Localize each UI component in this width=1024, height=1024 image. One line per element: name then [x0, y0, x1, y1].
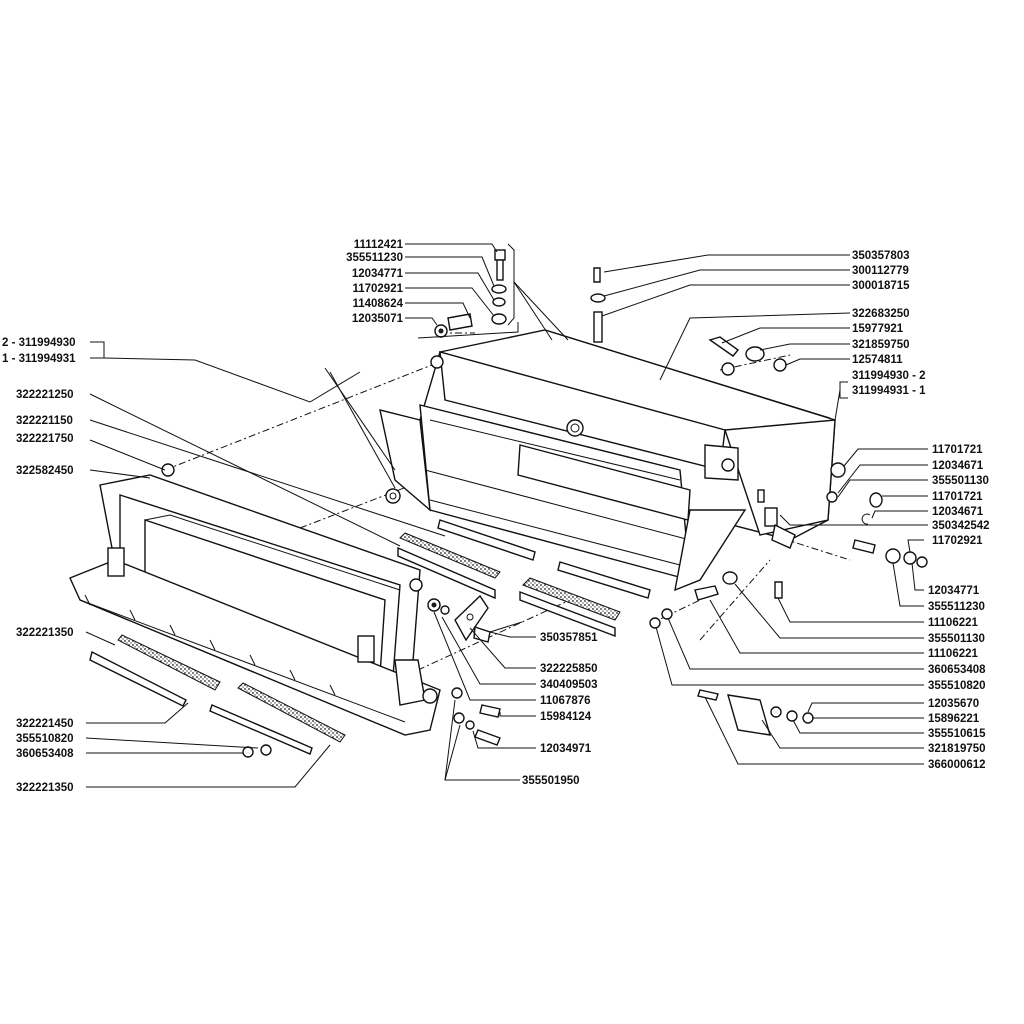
part-label: 12034771	[928, 585, 980, 597]
part-label: 11701721	[932, 444, 983, 456]
top-center-fasteners	[590, 267, 606, 343]
part-label: 350342542	[932, 520, 990, 532]
part-label: 12034671	[932, 506, 984, 518]
part-label: 11701721	[932, 491, 983, 503]
part-label: 311994930 - 2	[852, 370, 926, 382]
part-label: 322221250	[16, 389, 74, 401]
part-label: 360653408	[16, 748, 74, 760]
part-label: 2 - 311994930	[2, 337, 76, 349]
rear-housing	[379, 329, 836, 592]
part-label: 366000612	[928, 759, 986, 771]
part-label: 322221150	[16, 415, 73, 427]
part-label: 322221450	[16, 718, 74, 730]
part-label: 11408624	[352, 298, 403, 310]
part-label: 322221750	[16, 433, 74, 445]
part-label: 311994931 - 1	[852, 385, 926, 397]
part-label: 322221350	[16, 627, 74, 639]
part-label: 11112421	[354, 239, 404, 251]
upper-left-fasteners	[434, 249, 507, 338]
part-label: 12035670	[928, 698, 979, 710]
part-label: 322582450	[16, 465, 74, 477]
part-label: 12034671	[932, 460, 984, 472]
part-label: 350357803	[852, 250, 910, 262]
part-labels: 11112421 355511230 12034771 11702921 114…	[2, 239, 990, 794]
part-label: 355501130	[932, 475, 989, 487]
part-label: 12034971	[540, 743, 592, 755]
part-label: 11106221	[928, 648, 979, 660]
part-label: 322683250	[852, 308, 910, 320]
part-label: 12034771	[352, 268, 404, 280]
part-label: 355511230	[928, 601, 985, 613]
part-label: 350357851	[540, 632, 598, 644]
part-label: 355510820	[16, 733, 74, 745]
part-label: 11702921	[932, 535, 983, 547]
part-label: 355510820	[928, 680, 986, 692]
part-label: 15896221	[928, 713, 980, 725]
right-fasteners	[649, 462, 928, 736]
drawing	[69, 243, 928, 788]
part-label: 321859750	[852, 339, 910, 351]
part-label: 360653408	[928, 664, 986, 676]
felt-strips	[89, 519, 651, 755]
part-label: 15977921	[852, 323, 904, 335]
part-label: 11106221	[928, 617, 979, 629]
part-label: 12574811	[852, 354, 903, 366]
leader-lines	[85, 243, 928, 788]
part-label: 321819750	[928, 743, 986, 755]
lower-center-fasteners	[242, 687, 501, 758]
part-label: 355501130	[928, 633, 985, 645]
part-label: 355510615	[928, 728, 986, 740]
part-label: 300018715	[852, 280, 910, 292]
part-label: 11702921	[352, 283, 403, 295]
part-label: 322225850	[540, 663, 598, 675]
front-frame	[69, 463, 491, 736]
part-label: 300112779	[852, 265, 909, 277]
part-label: 355501950	[522, 775, 580, 787]
part-label: 12035071	[352, 313, 404, 325]
part-label: 340409503	[540, 679, 598, 691]
part-label: 11067876	[540, 695, 591, 707]
part-label: 355511230	[346, 252, 403, 264]
part-label: 322221350	[16, 782, 74, 794]
part-label: 1 - 311994931	[2, 353, 76, 365]
upper-right-fasteners	[708, 336, 787, 376]
part-label: 15984124	[540, 711, 592, 723]
